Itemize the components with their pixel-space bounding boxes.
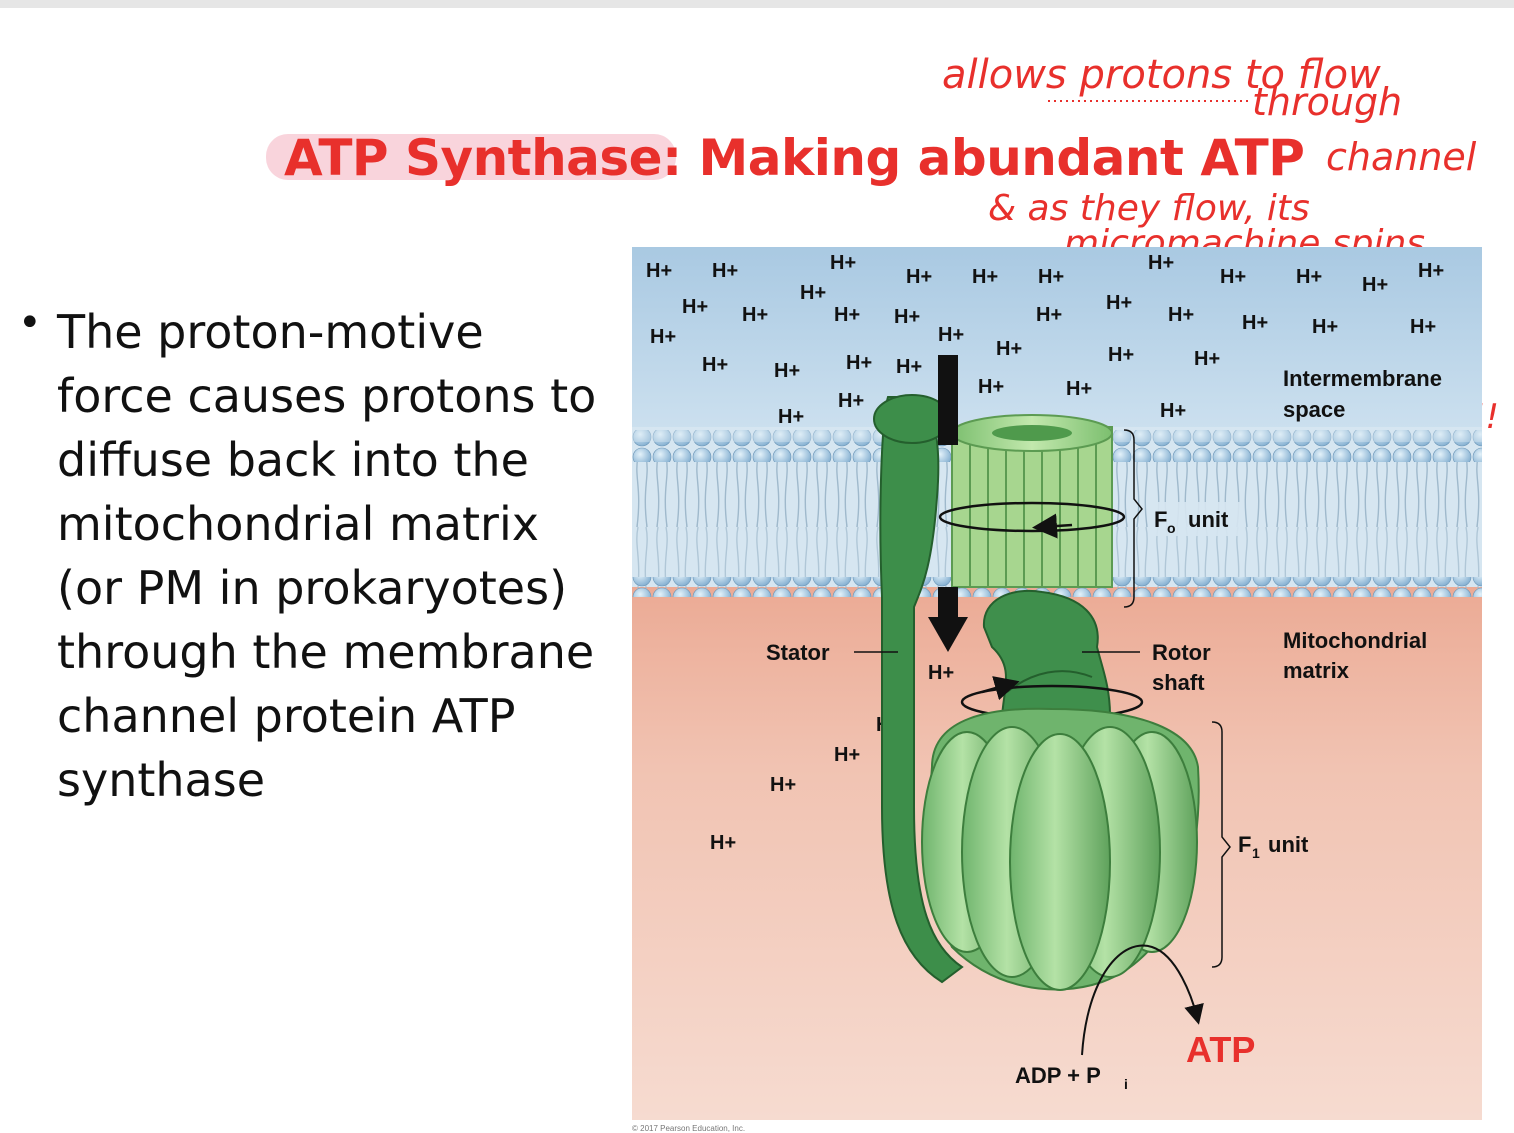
proton-label: H+ xyxy=(1036,304,1062,326)
label-matrix-2: matrix xyxy=(1283,658,1350,683)
proton-label: H+ xyxy=(938,324,964,346)
proton-label: H+ xyxy=(972,266,998,288)
fo-unit-cylinder xyxy=(938,414,1126,588)
proton-label: H+ xyxy=(830,252,856,274)
fo-bracket xyxy=(1123,429,1143,608)
proton-label: H+ xyxy=(646,260,672,282)
proton-label: H+ xyxy=(1220,266,1246,288)
top-edge-bar xyxy=(0,0,1514,8)
proton-label: H+ xyxy=(906,266,932,288)
proton-label: H+ xyxy=(1160,400,1186,422)
rotor-shaft xyxy=(960,590,1144,720)
label-intermembrane-1: Intermembrane xyxy=(1283,366,1442,391)
annotation-line-2: through xyxy=(1252,80,1402,124)
proton-label: H+ xyxy=(1108,344,1134,366)
svg-text:ADP + P: ADP + P xyxy=(1015,1063,1101,1088)
proton-label: H+ xyxy=(778,406,804,428)
label-f1-unit: F 1 unit xyxy=(1238,832,1309,861)
svg-text:F: F xyxy=(1238,832,1251,857)
proton-label: H+ xyxy=(928,662,954,684)
title-highlight xyxy=(266,134,676,180)
copyright: © 2017 Pearson Education, Inc. xyxy=(632,1124,746,1133)
proton-label: H+ xyxy=(742,304,768,326)
bullet-marker: • xyxy=(18,300,42,346)
label-stator: Stator xyxy=(766,640,830,665)
proton-label: H+ xyxy=(702,354,728,376)
proton-label: H+ xyxy=(1296,266,1322,288)
proton-label: H+ xyxy=(712,260,738,282)
label-rotor-1: Rotor xyxy=(1152,640,1211,665)
label-rotor-2: shaft xyxy=(1152,670,1205,695)
proton-label: H+ xyxy=(846,352,872,374)
proton-label: H+ xyxy=(1418,260,1444,282)
f1-unit xyxy=(921,707,1200,991)
proton-label: H+ xyxy=(682,296,708,318)
intermembrane-space-region xyxy=(632,247,1482,447)
proton-label: H+ xyxy=(1312,316,1338,338)
proton-label: H+ xyxy=(710,832,736,854)
proton-label: H+ xyxy=(838,390,864,412)
svg-text:unit: unit xyxy=(1268,832,1309,857)
bullet-text: The proton-motive force causes protons t… xyxy=(57,305,597,807)
proton-label: H+ xyxy=(1148,252,1174,274)
proton-flow-arrow xyxy=(928,355,968,652)
adp-to-atp-arrow xyxy=(1081,944,1204,1056)
svg-text:o: o xyxy=(1167,520,1176,536)
svg-text:unit: unit xyxy=(1188,507,1229,532)
proton-label: H+ xyxy=(1242,312,1268,334)
proton-label: H+ xyxy=(1194,348,1220,370)
proton-label: H+ xyxy=(834,304,860,326)
proton-label: H+ xyxy=(774,360,800,382)
proton-label: H+ xyxy=(896,356,922,378)
proton-label: H+ xyxy=(1106,292,1132,314)
proton-label: H+ xyxy=(800,282,826,304)
proton-label: H+ xyxy=(1168,304,1194,326)
label-adp: ADP + P i xyxy=(1015,1063,1128,1092)
f1-bracket xyxy=(1211,721,1231,968)
label-intermembrane-2: space xyxy=(1283,397,1345,422)
proton-label: H+ xyxy=(996,338,1022,360)
proton-label: H+ xyxy=(1410,316,1436,338)
svg-text:1: 1 xyxy=(1252,845,1260,861)
label-fo-unit: F o unit xyxy=(1148,502,1244,536)
svg-text:F: F xyxy=(1154,507,1167,532)
proton-label: H+ xyxy=(650,326,676,348)
annotation-line-1: allows protons to flow xyxy=(942,52,1381,98)
annotation-line-4: & as they flow, its xyxy=(988,188,1310,229)
proton-label: H+ xyxy=(1038,266,1064,288)
label-atp: ATP xyxy=(1186,1029,1255,1070)
svg-text:i: i xyxy=(1124,1076,1128,1092)
proton-label: H+ xyxy=(1066,378,1092,400)
annotation-line-3: channel xyxy=(1326,135,1477,179)
label-matrix-1: Mitochondrial xyxy=(1283,628,1427,653)
proton-label: H+ xyxy=(1362,274,1388,296)
proton-label: H+ xyxy=(978,376,1004,398)
proton-label: H+ xyxy=(894,306,920,328)
atp-synthase-figure: H+H+H+H+H+H+H+H+H+H+H+H+H+H+H+H+H+H+H+H+… xyxy=(632,247,1482,1120)
proton-label: H+ xyxy=(834,744,860,766)
proton-label: H+ xyxy=(770,774,796,796)
slide-title: ATP Synthase: Making abundant ATP xyxy=(284,129,1305,187)
